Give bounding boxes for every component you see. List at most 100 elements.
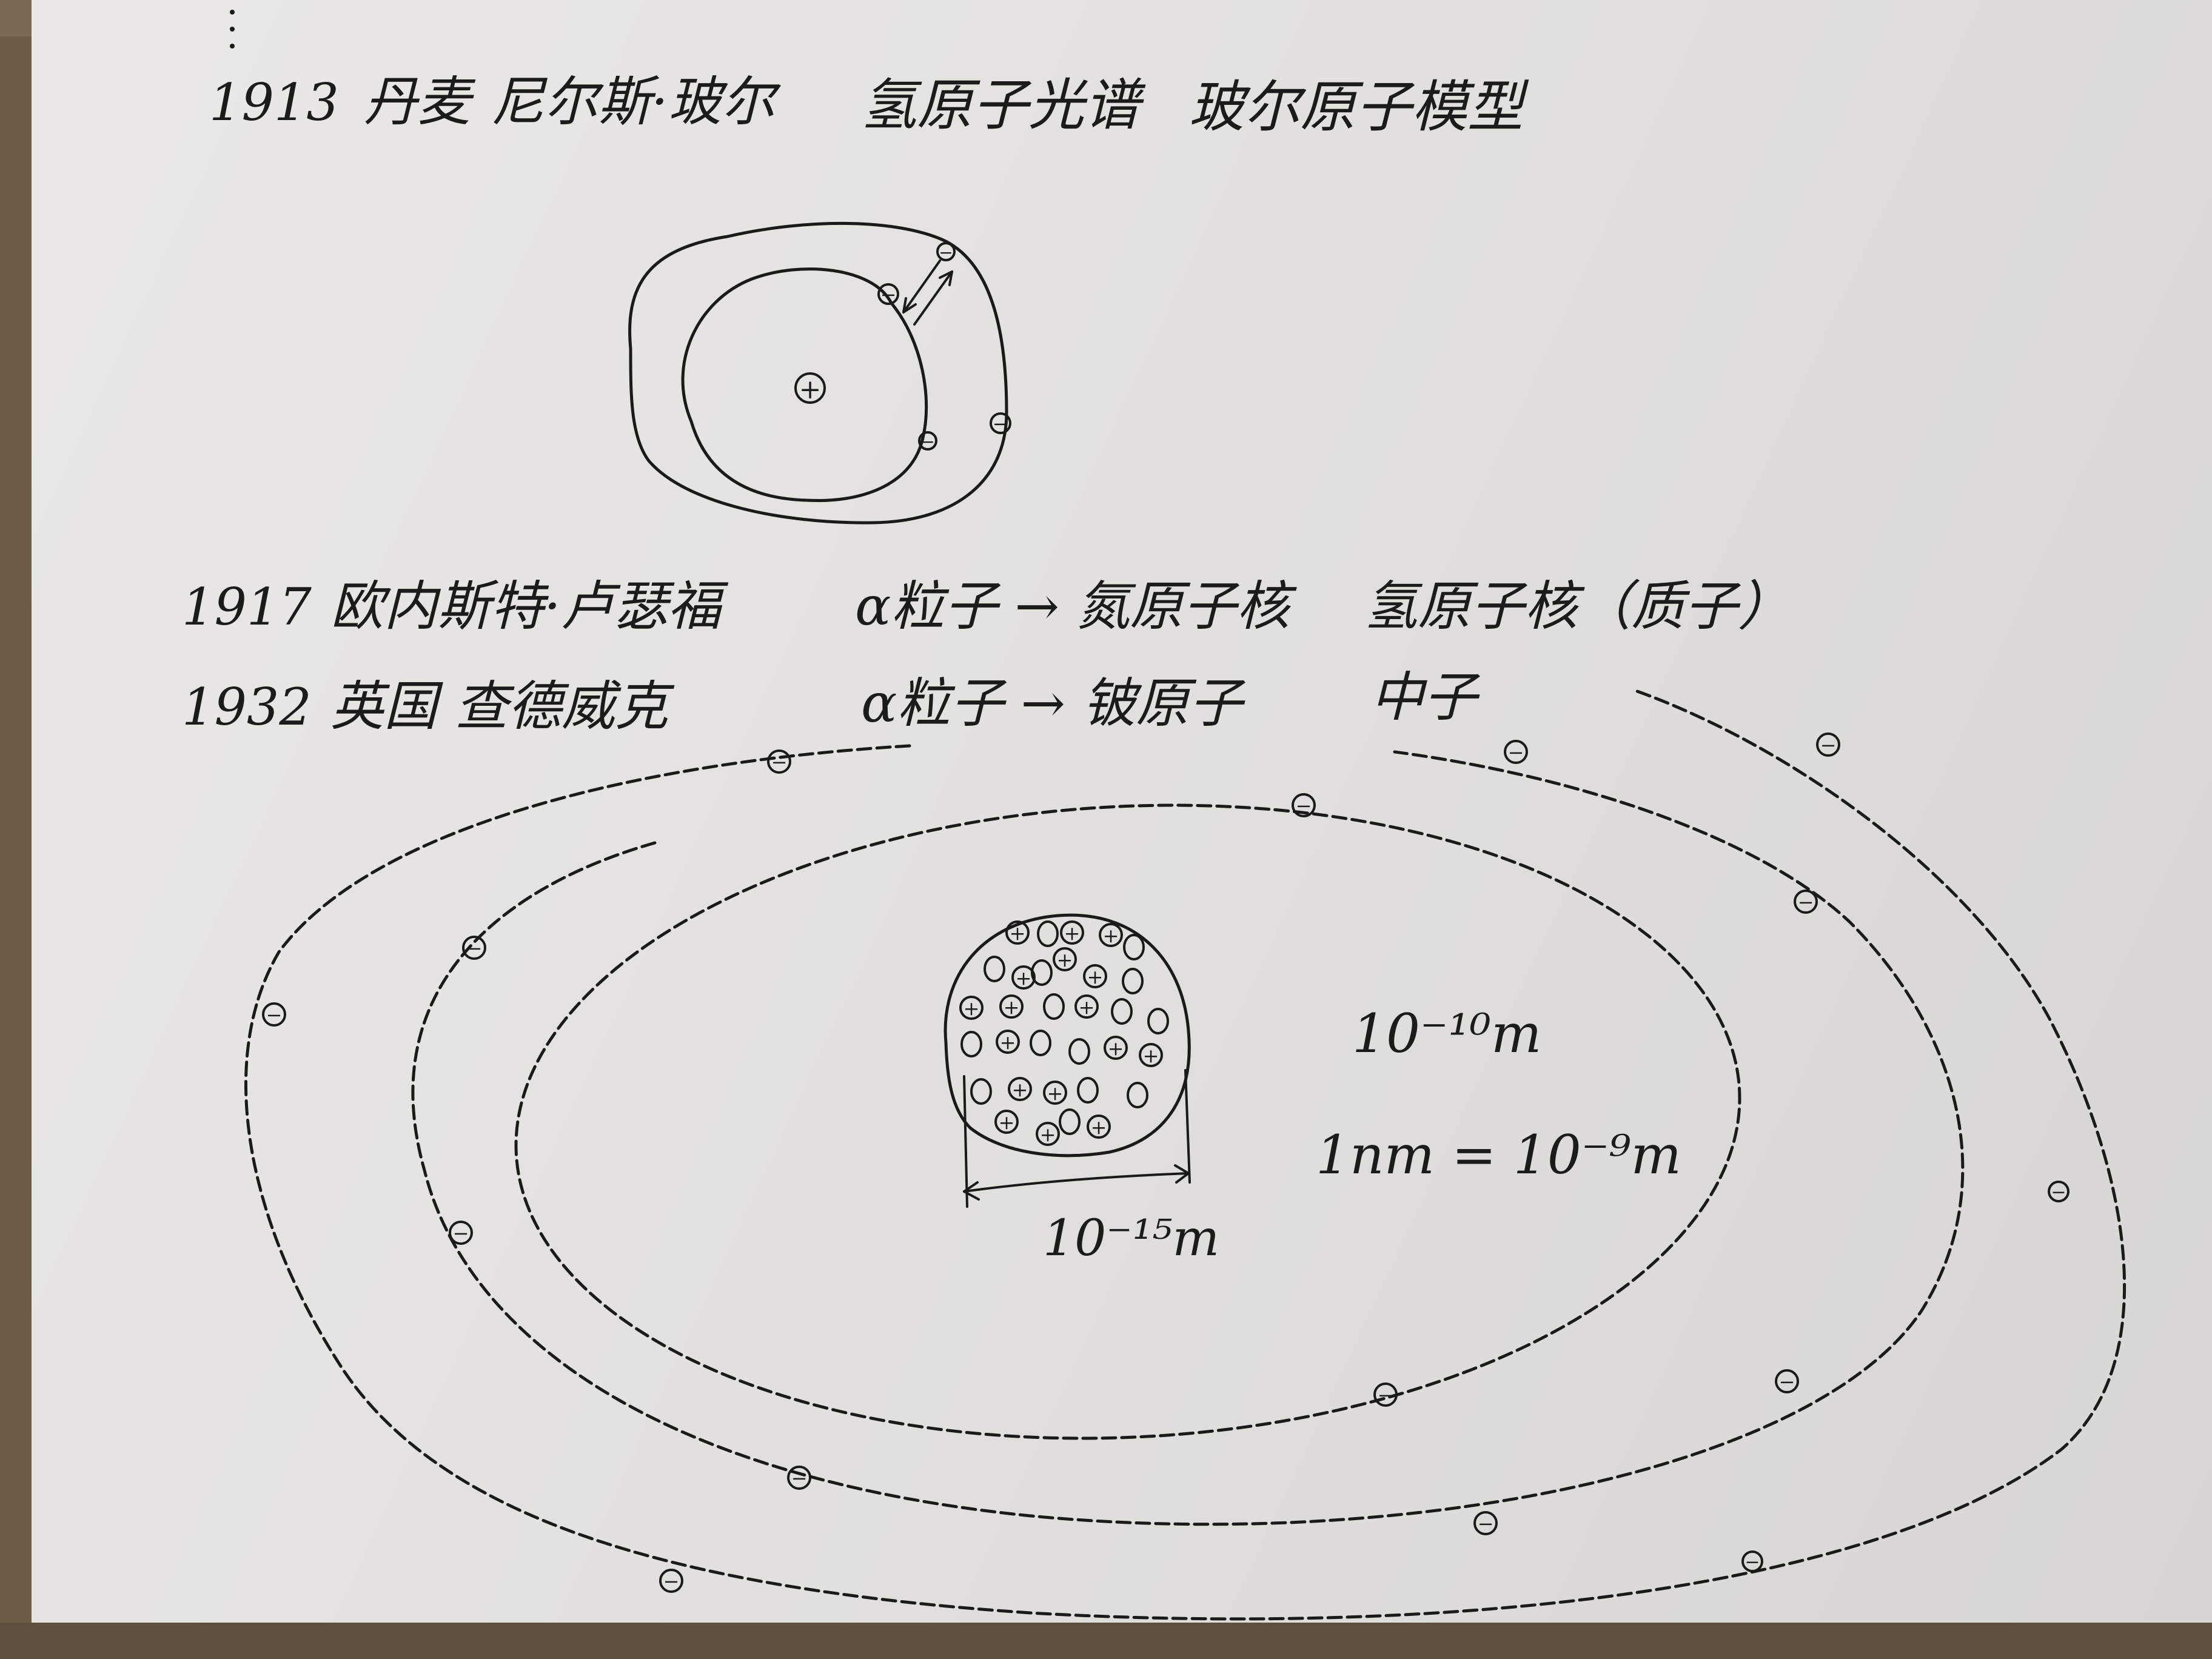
- svg-text:+: +: [1108, 1037, 1124, 1060]
- entry-scientist: 查德威克: [455, 675, 675, 737]
- svg-text:+: +: [964, 997, 980, 1020]
- electron-icon: −: [918, 431, 937, 452]
- neutron-icon: [1031, 959, 1053, 986]
- ink-dot: [230, 44, 235, 49]
- desk-edge: [0, 1623, 2212, 1659]
- entry-experiment: α粒子 → 铍原子: [861, 672, 1245, 734]
- svg-text:+: +: [999, 1111, 1015, 1134]
- svg-text:+: +: [1016, 967, 1032, 990]
- svg-text:−: −: [939, 243, 953, 263]
- entry-1932: 1932 英国 查德威克 α粒子 → 铍原子 中子: [182, 666, 1480, 737]
- electron-icon: −: [262, 1002, 286, 1027]
- svg-text:+: +: [1057, 948, 1073, 971]
- neutron-icon: [1037, 920, 1059, 947]
- nm-definition-label: 1nm = 10⁻⁹m: [1316, 1124, 1681, 1186]
- proton-icon: +: [1060, 920, 1084, 945]
- transition-arrows-icon: [902, 260, 953, 326]
- neutron-icon: [970, 1078, 992, 1105]
- nucleus-size-label: 10⁻¹⁵m: [1043, 1210, 1219, 1267]
- svg-text:−: −: [1744, 1552, 1760, 1573]
- entry-result: 氢原子核（质子）: [1364, 575, 1791, 637]
- svg-text:+: +: [799, 374, 822, 405]
- svg-text:−: −: [1779, 1370, 1795, 1393]
- svg-text:−: −: [1798, 891, 1814, 914]
- entry-year: 1913: [209, 73, 339, 132]
- electron-icon: −: [1373, 1382, 1398, 1407]
- neutron-icon: [1030, 1030, 1051, 1056]
- electron-icon: −: [1741, 1550, 1763, 1573]
- svg-text:−: −: [880, 283, 897, 306]
- atom-size-label: 10⁻¹⁰m: [1352, 1002, 1541, 1065]
- proton-icon: +: [1005, 920, 1030, 945]
- proton-icon: +: [1099, 923, 1123, 947]
- electron-icon: −: [990, 412, 1011, 435]
- svg-text:+: +: [1091, 1116, 1107, 1139]
- svg-text:−: −: [2051, 1182, 2066, 1203]
- proton-icon: +: [1074, 994, 1099, 1019]
- nucleus: + + + + + + + + + + + + + + + + +: [943, 913, 1191, 1158]
- electron-icon: −: [787, 1466, 811, 1490]
- entry-experiment: α粒子 → 氮原子核: [855, 575, 1297, 637]
- svg-text:+: +: [1103, 924, 1119, 947]
- svg-text:+: +: [1143, 1044, 1159, 1067]
- proton-icon: +: [959, 996, 984, 1020]
- entry-country: 丹麦: [364, 70, 476, 133]
- entry-result: 玻尔原子模型: [1188, 75, 1529, 139]
- neutron-icon: [1059, 1108, 1081, 1135]
- bohr-model-diagram: + − − − −: [628, 221, 1011, 525]
- entry-result: 中子: [1370, 666, 1480, 728]
- proton-icon: +: [1053, 947, 1077, 971]
- neutron-icon: [1077, 1077, 1099, 1104]
- svg-text:+: +: [1087, 965, 1104, 988]
- svg-text:−: −: [1378, 1384, 1394, 1407]
- entry-1913: 1913 丹麦 尼尔斯·玻尔 氢原子光谱 玻尔原子模型: [209, 70, 1529, 139]
- atom-diagram: − − − − − − − − − − − − − − − + + + + + …: [244, 689, 2127, 1621]
- electron-icon: −: [936, 242, 956, 263]
- svg-text:−: −: [791, 1467, 808, 1490]
- ink-dot: [230, 10, 235, 15]
- paper-sheet: [32, 0, 2212, 1623]
- svg-text:+: +: [1064, 922, 1081, 945]
- svg-text:−: −: [453, 1222, 469, 1245]
- entry-year: 1932: [182, 677, 312, 737]
- proton-icon: +: [1011, 965, 1036, 990]
- nucleus-icon: +: [794, 372, 826, 405]
- proton-icon: +: [994, 1110, 1019, 1134]
- entry-scientist: 尼尔斯·玻尔: [491, 70, 781, 133]
- svg-text:−: −: [466, 937, 483, 960]
- outer-orbit: [628, 221, 1008, 525]
- entry-year: 1917: [182, 577, 312, 637]
- neutron-icon: [1043, 993, 1065, 1020]
- svg-text:−: −: [1508, 741, 1524, 764]
- neutron-icon: [1122, 968, 1144, 994]
- electron-icon: −: [1292, 793, 1316, 817]
- proton-icon: +: [1008, 1077, 1032, 1101]
- neutron-icon: [1127, 1082, 1148, 1108]
- proton-icon: +: [1139, 1043, 1163, 1067]
- entry-country: 英国: [330, 675, 443, 737]
- svg-text:+: +: [1004, 996, 1020, 1019]
- svg-text:−: −: [663, 1570, 680, 1593]
- orbit-outer: [244, 689, 2127, 1621]
- svg-text:−: −: [1820, 734, 1837, 757]
- electron-icon: −: [449, 1221, 473, 1245]
- svg-text:−: −: [993, 412, 1009, 435]
- electron-icon: −: [767, 749, 791, 774]
- proton-icon: +: [1087, 1114, 1111, 1139]
- entry-scientist: 欧内斯特·卢瑟福: [330, 575, 729, 637]
- neutron-icon: [960, 1031, 982, 1057]
- svg-text:−: −: [1478, 1512, 1494, 1535]
- svg-text:+: +: [1079, 996, 1095, 1019]
- neutron-icon: [1147, 1008, 1169, 1034]
- svg-text:−: −: [771, 751, 788, 774]
- svg-text:−: −: [266, 1004, 283, 1027]
- electron-icon: −: [1473, 1511, 1498, 1535]
- ink-dot: [230, 27, 235, 32]
- svg-text:+: +: [1012, 1078, 1028, 1101]
- electron-icon: −: [1816, 732, 1840, 757]
- svg-text:+: +: [1010, 922, 1026, 945]
- electron-icon: −: [659, 1569, 683, 1593]
- proton-icon: +: [999, 994, 1024, 1019]
- neutron-icon: [1111, 998, 1133, 1025]
